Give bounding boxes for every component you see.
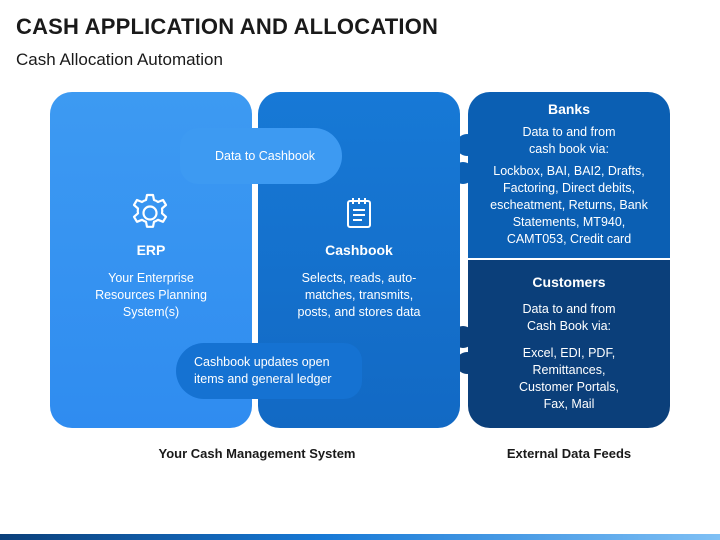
erp-description: Your Enterprise Resources Planning Syste… <box>95 271 207 319</box>
banks-intro: Data to and from cash book via: <box>522 125 616 156</box>
bottom-accent-bar <box>0 534 720 540</box>
erp-heading: ERP <box>136 242 166 258</box>
cashbook-description: Selects, reads, auto- matches, transmits… <box>297 271 421 319</box>
gear-icon <box>129 192 171 239</box>
cash-management-system-label: Your Cash Management System <box>158 446 356 461</box>
connector-top-label: Data to Cashbook <box>214 149 316 163</box>
banks-heading: Banks <box>547 101 591 117</box>
customers-intro: Data to and from Cash Book via: <box>522 302 616 333</box>
customers-panel <box>468 260 670 428</box>
data-to-cashbook-connector <box>180 128 342 184</box>
connector-bottom-label: Cashbook updates open items and general … <box>194 355 332 386</box>
customers-channels: Excel, EDI, PDF, Remittances, Customer P… <box>518 346 620 411</box>
cashbook-updates-connector <box>176 343 362 399</box>
page-title: CASH APPLICATION AND ALLOCATION <box>16 14 439 39</box>
notepad-icon <box>344 196 374 235</box>
cashbook-heading: Cashbook <box>325 242 393 258</box>
page-subtitle: Cash Allocation Automation <box>16 50 223 69</box>
banks-panel <box>468 92 670 258</box>
external-data-feeds-label: External Data Feeds <box>506 446 632 461</box>
customers-heading: Customers <box>532 274 606 290</box>
banks-channels: Lockbox, BAI, BAI2, Drafts, Factoring, D… <box>490 164 648 246</box>
